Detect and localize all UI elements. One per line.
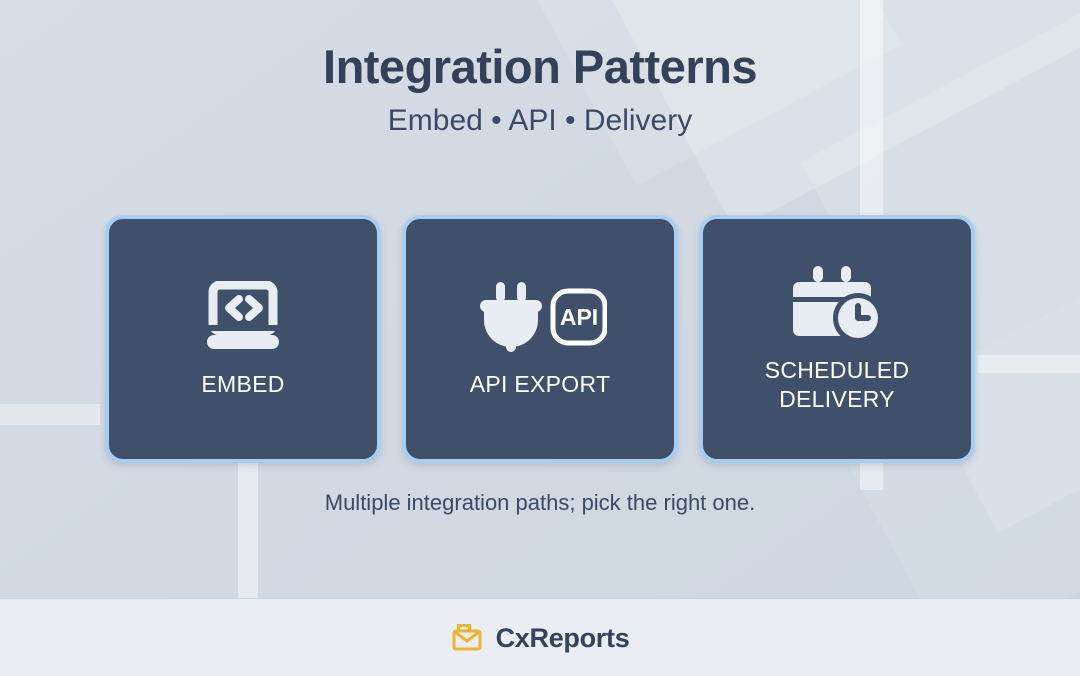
caption-text: Multiple integration paths; pick the rig…	[324, 490, 756, 515]
card-label-scheduled-delivery: SCHEDULED DELIVERY	[764, 356, 910, 412]
header: Integration Patterns Embed • API • Deliv…	[0, 0, 1080, 137]
card-label-api-export: API EXPORT	[469, 371, 611, 398]
svg-text:API: API	[560, 304, 598, 330]
calendar-clock-icon	[791, 264, 883, 342]
footer: CxReports	[0, 598, 1080, 676]
page-subtitle: Embed • API • Delivery	[387, 103, 693, 137]
horizontal-stripe-left	[0, 404, 100, 425]
integration-cards: EMBED API API EXPORT	[105, 215, 975, 463]
card-api-export[interactable]: API API EXPORT	[402, 215, 678, 463]
card-label-embed: EMBED	[201, 371, 285, 398]
card-embed[interactable]: EMBED	[105, 215, 381, 463]
laptop-code-icon	[197, 278, 289, 356]
page-title: Integration Patterns	[323, 40, 757, 93]
horizontal-stripe-right	[978, 355, 1080, 373]
card-scheduled-delivery[interactable]: SCHEDULED DELIVERY	[699, 215, 975, 463]
brand-name: CxReports	[495, 622, 630, 653]
envelope-icon	[451, 621, 483, 656]
vertical-stripe-left	[238, 460, 258, 598]
plug-api-icon: API	[473, 278, 607, 356]
